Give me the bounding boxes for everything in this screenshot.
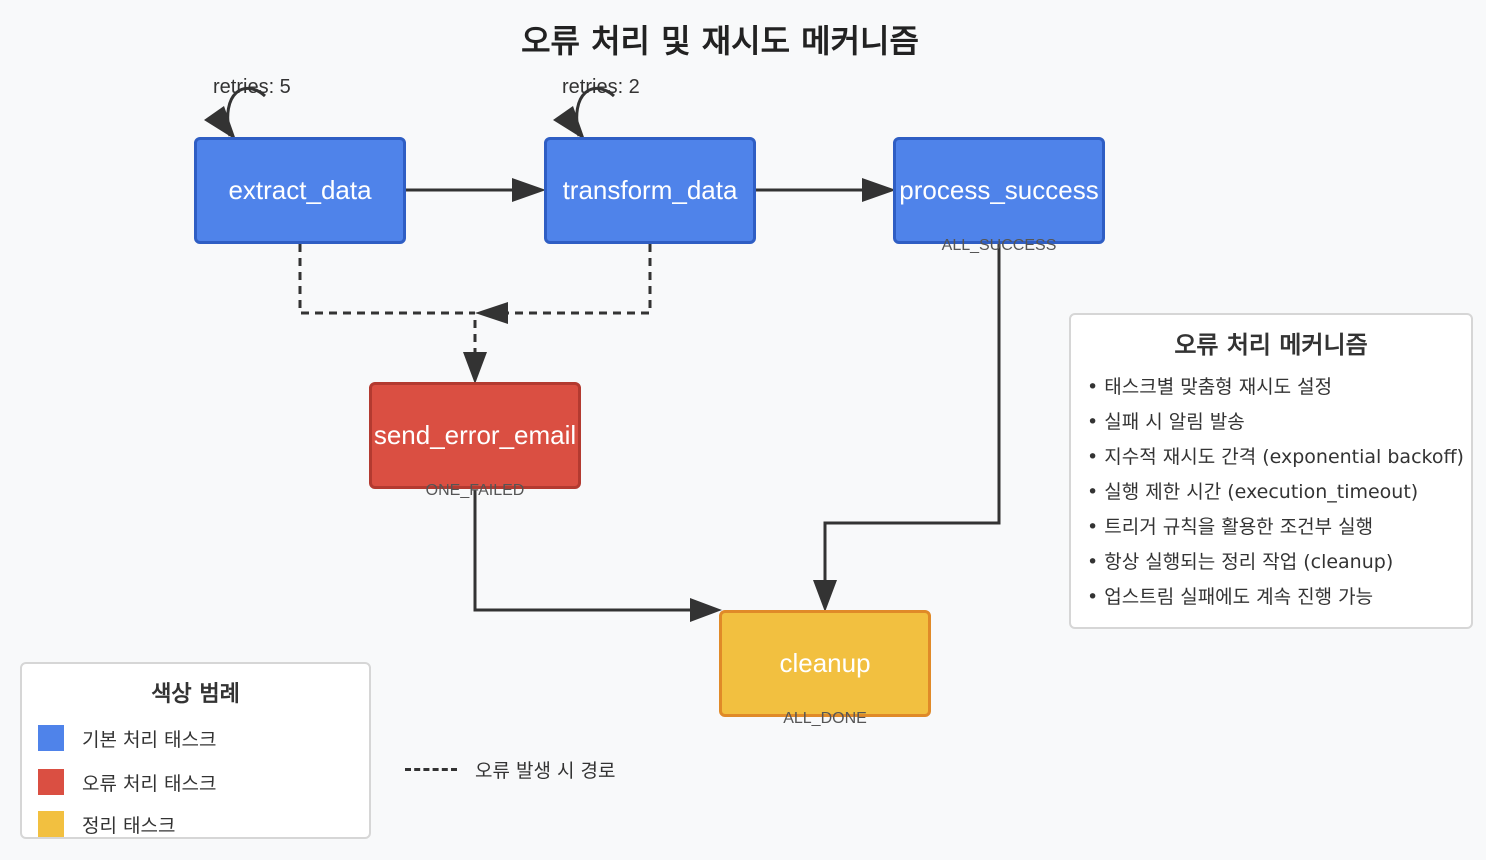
legend-item-basic: 기본 처리 태스크	[38, 716, 353, 760]
mechanism-item-text: 트리거 규칙을 활용한 조건부 실행	[1104, 516, 1374, 538]
retry-arrowhead-extract	[204, 106, 236, 140]
mechanism-item: • 태스크별 맞춤형 재시도 설정	[1087, 376, 1333, 398]
node-process-success[interactable]: process_success	[893, 137, 1105, 244]
legend-item-error: 오류 처리 태스크	[38, 760, 353, 804]
retry-label-extract: retries: 5	[213, 76, 291, 98]
dashed-merge-arrowhead	[475, 302, 508, 324]
legend-label-basic: 기본 처리 태스크	[82, 728, 217, 751]
mechanisms-panel-title: 오류 처리 메커니즘	[1174, 331, 1368, 359]
mechanism-item: • 항상 실행되는 정리 작업 (cleanup)	[1087, 551, 1394, 573]
arrowhead-error-to-cleanup	[690, 598, 722, 622]
dashed-path-legend: 오류 발생 시 경로	[405, 756, 615, 783]
arrowhead-process-to-cleanup	[813, 580, 837, 612]
mechanisms-panel: 오류 처리 메커니즘 • 태스크별 맞춤형 재시도 설정 • 실패 시 알림 발…	[1069, 313, 1473, 629]
mechanism-item: • 실행 제한 시간 (execution_timeout)	[1087, 481, 1419, 503]
mechanism-item: • 실패 시 알림 발송	[1087, 411, 1245, 433]
diagram-title: 오류 처리 및 재시도 메커니즘	[521, 22, 919, 60]
trigger-rule-send-error-email: ONE_FAILED	[425, 482, 525, 499]
legend-swatch-basic	[38, 725, 64, 751]
legend-swatch-cleanup	[38, 811, 64, 837]
node-send-error-email-label: send_error_email	[373, 420, 577, 450]
legend-panel: 색상 범례 기본 처리 태스크 오류 처리 태스크 정리 태스크	[20, 662, 371, 839]
mechanism-item-text: 항상 실행되는 정리 작업 (cleanup)	[1104, 551, 1394, 573]
node-extract-data-label: extract_data	[228, 175, 372, 205]
mechanism-item: • 트리거 규칙을 활용한 조건부 실행	[1087, 516, 1374, 538]
mechanism-item: • 업스트림 실패에도 계속 진행 가능	[1087, 586, 1374, 608]
retry-label-transform: retries: 2	[562, 76, 640, 98]
arrowhead-to-error	[463, 352, 487, 384]
trigger-rule-cleanup: ALL_DONE	[783, 710, 867, 727]
edge-process-to-cleanup	[823, 244, 1001, 582]
mechanism-item-text: 업스트림 실패에도 계속 진행 가능	[1104, 586, 1374, 608]
mechanism-item-text: 실행 제한 시간 (execution_timeout)	[1104, 481, 1419, 503]
node-transform-data[interactable]: transform_data	[544, 137, 756, 244]
trigger-rule-process-success: ALL_SUCCESS	[941, 237, 1057, 254]
arrowhead-extract-to-transform	[512, 178, 546, 202]
mechanisms-list: • 태스크별 맞춤형 재시도 설정 • 실패 시 알림 발송 • 지수적 재시도…	[1087, 370, 1464, 615]
dashed-edge-transform-fail	[505, 244, 652, 315]
node-transform-data-label: transform_data	[562, 175, 738, 205]
legend-label-cleanup: 정리 태스크	[82, 814, 176, 837]
node-cleanup-label: cleanup	[779, 648, 871, 678]
legend-swatch-error	[38, 769, 64, 795]
edge-error-to-cleanup	[473, 490, 692, 612]
arrowhead-transform-to-process	[862, 178, 896, 202]
node-cleanup[interactable]: cleanup	[719, 610, 931, 717]
dashed-path-label: 오류 발생 시 경로	[475, 760, 616, 782]
legend-title: 색상 범례	[151, 682, 240, 707]
dashed-line-sample	[405, 768, 457, 771]
node-extract-data[interactable]: extract_data	[194, 137, 406, 244]
mechanism-item-text: 실패 시 알림 발송	[1104, 411, 1245, 433]
mechanism-item-text: 지수적 재시도 간격 (exponential backoff)	[1104, 446, 1464, 468]
mechanism-item: • 지수적 재시도 간격 (exponential backoff)	[1087, 446, 1464, 468]
node-send-error-email[interactable]: send_error_email	[369, 382, 581, 489]
legend-item-cleanup: 정리 태스크	[38, 804, 353, 844]
retry-arrowhead-transform	[553, 106, 585, 140]
mechanism-item-text: 태스크별 맞춤형 재시도 설정	[1104, 376, 1333, 398]
node-process-success-label: process_success	[899, 175, 1099, 205]
legend-label-error: 오류 처리 태스크	[82, 772, 217, 795]
dashed-edge-extract-fail	[298, 244, 475, 315]
